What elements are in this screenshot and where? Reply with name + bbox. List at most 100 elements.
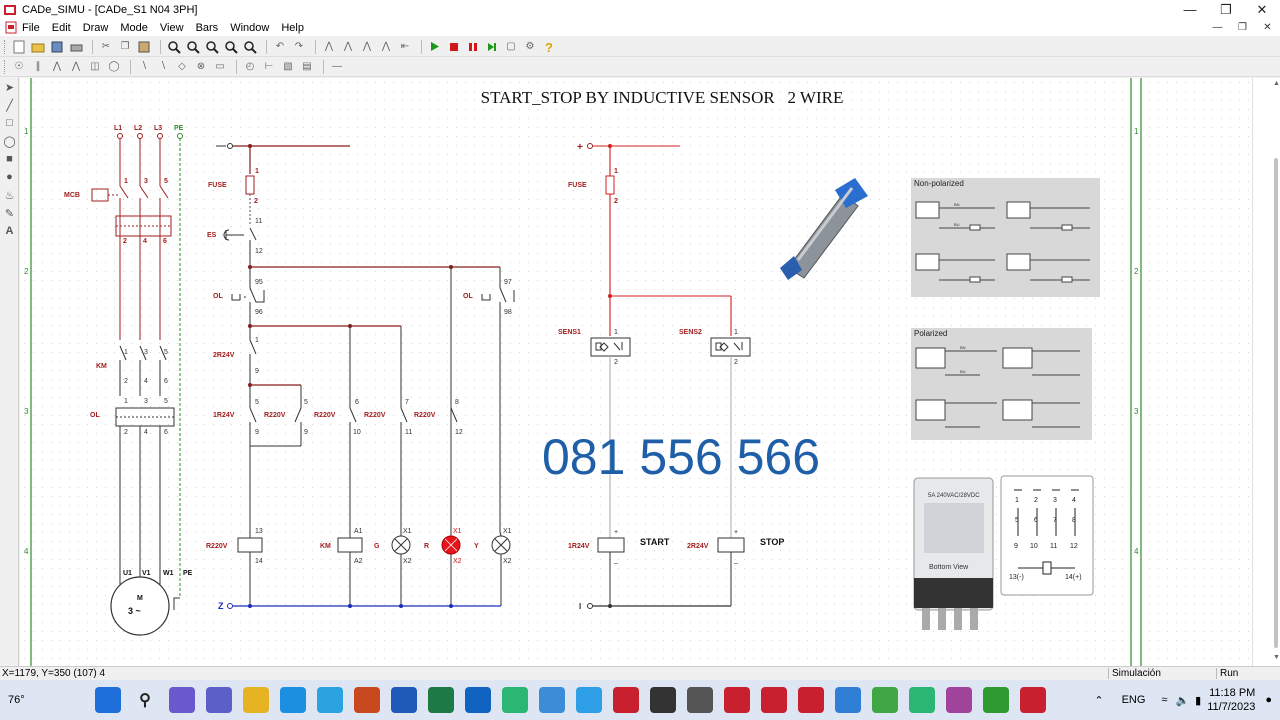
logo-icon[interactable] <box>650 687 676 713</box>
app-red-icon[interactable] <box>613 687 639 713</box>
menu-help[interactable]: Help <box>281 21 304 34</box>
app-purple-icon[interactable] <box>946 687 972 713</box>
menu-edit[interactable]: Edit <box>51 21 71 34</box>
redo-icon[interactable]: ↷ <box>294 41 304 52</box>
new-file-icon[interactable] <box>11 39 27 54</box>
settings-icon[interactable]: ⚙ <box>525 41 535 52</box>
text-tool-icon[interactable]: A <box>5 225 14 237</box>
print-icon[interactable] <box>68 39 84 54</box>
acrobat-icon[interactable] <box>1020 687 1046 713</box>
app-diamond-icon[interactable] <box>835 687 861 713</box>
wire-tool-icon[interactable]: ⊢ <box>264 61 274 72</box>
vertical-scrollbar[interactable]: ▲ ▼ <box>1252 78 1280 666</box>
language-indicator[interactable]: ENG <box>1121 694 1146 706</box>
menu-draw[interactable]: Draw <box>82 21 109 34</box>
contacts-tool-icon[interactable]: ⋀ <box>52 61 62 72</box>
arrow-left-icon[interactable]: ⇤ <box>400 41 410 52</box>
motor-tool-icon[interactable]: ◯ <box>108 61 120 72</box>
explorer-icon[interactable] <box>243 687 269 713</box>
camtasia-icon[interactable] <box>872 687 898 713</box>
menu-mode[interactable]: Mode <box>120 21 148 34</box>
document-icon[interactable] <box>4 21 18 34</box>
word-icon[interactable] <box>391 687 417 713</box>
filled-rect-icon[interactable]: ■ <box>6 153 13 165</box>
close-button[interactable]: ✕ <box>1256 2 1268 17</box>
weather-widget[interactable]: 76° <box>0 680 95 720</box>
toolbar-grip[interactable] <box>4 39 7 54</box>
flip-icon[interactable]: ⋀ <box>381 41 391 52</box>
menu-bars[interactable]: Bars <box>195 21 219 34</box>
excel-icon[interactable] <box>428 687 454 713</box>
fill-icon[interactable]: ♨ <box>4 189 15 202</box>
app-blue-icon[interactable] <box>539 687 565 713</box>
zoom-in-icon[interactable] <box>204 39 220 54</box>
app-green-icon[interactable] <box>502 687 528 713</box>
paste-icon[interactable] <box>136 39 152 54</box>
align-icon[interactable]: ⋀ <box>324 41 334 52</box>
pen-icon[interactable]: ✎ <box>4 207 15 220</box>
edge-icon[interactable] <box>280 687 306 713</box>
tia-icon[interactable] <box>687 687 713 713</box>
xbox-icon[interactable] <box>983 687 1009 713</box>
scroll-thumb[interactable] <box>1274 158 1278 648</box>
acad-icon[interactable] <box>724 687 750 713</box>
doc-restore-button[interactable]: ❐ <box>1238 22 1247 33</box>
tray-chevron-icon[interactable]: ⌃ <box>1094 694 1104 707</box>
pause-icon[interactable] <box>465 39 481 54</box>
wifi-icon[interactable]: ≈ <box>1161 694 1168 706</box>
zoom-window-icon[interactable] <box>185 39 201 54</box>
step-icon[interactable] <box>484 39 500 54</box>
rotate-icon[interactable]: ⋀ <box>362 41 372 52</box>
toolbar-grip-2[interactable] <box>4 59 7 74</box>
sensor-tool-icon[interactable]: ◇ <box>178 61 186 72</box>
widgets-icon[interactable] <box>169 687 195 713</box>
filled-ellipse-icon[interactable]: ● <box>6 171 13 183</box>
window-icon[interactable]: ▢ <box>506 41 516 52</box>
powerpoint-icon[interactable] <box>354 687 380 713</box>
play-icon[interactable] <box>427 39 443 54</box>
pointer-icon[interactable]: ➤ <box>4 81 15 94</box>
fuse-tool-icon[interactable]: ☉ <box>14 61 24 72</box>
undo-icon[interactable]: ↶ <box>275 41 285 52</box>
stop-icon[interactable] <box>446 39 462 54</box>
telegram-icon[interactable] <box>317 687 343 713</box>
cadesimu-icon[interactable] <box>761 687 787 713</box>
help-icon[interactable]: ? <box>541 39 557 54</box>
menu-file[interactable]: File <box>22 21 40 34</box>
outlook-icon[interactable] <box>465 687 491 713</box>
open-folder-icon[interactable] <box>30 39 46 54</box>
multi-contact-tool-icon[interactable]: ⋀ <box>71 61 81 72</box>
switch-tool-icon[interactable]: ∖ <box>140 61 148 72</box>
lamp-tool-icon[interactable]: ⊗ <box>196 61 206 72</box>
app-multi-icon[interactable] <box>909 687 935 713</box>
search-icon[interactable]: ⚲ <box>132 687 158 713</box>
maximize-button[interactable]: ❐ <box>1220 2 1232 17</box>
cable-tool-icon[interactable]: ▤ <box>302 61 312 72</box>
ellipse-icon[interactable]: ◯ <box>3 135 16 148</box>
zoom-page-icon[interactable] <box>166 39 182 54</box>
drawing-canvas[interactable]: 1 2 3 4 1 2 3 4 START_STOP BY INDUCTIVE … <box>20 78 1252 666</box>
volume-icon[interactable]: 🔈 <box>1175 694 1190 707</box>
doc-close-button[interactable]: ✕ <box>1263 22 1272 33</box>
teams-icon[interactable] <box>206 687 232 713</box>
menu-view[interactable]: View <box>159 21 184 34</box>
line-draw-icon[interactable]: ╱ <box>6 99 13 112</box>
terminal-tool-icon[interactable]: ▧ <box>283 61 293 72</box>
rectangle-icon[interactable]: □ <box>6 117 13 129</box>
minimize-button[interactable]: — <box>1183 2 1197 17</box>
zoom-out-icon[interactable] <box>223 39 239 54</box>
save-icon[interactable] <box>49 39 65 54</box>
cadesimu2-icon[interactable] <box>798 687 824 713</box>
cut-icon[interactable]: ✂ <box>101 41 111 52</box>
relay-tool-icon[interactable]: ◫ <box>90 61 100 72</box>
line-tool-icon[interactable]: — <box>332 61 342 72</box>
battery-icon[interactable]: ▮ <box>1195 694 1202 707</box>
breaker-tool-icon[interactable]: ∥ <box>35 61 41 72</box>
paint-icon[interactable] <box>576 687 602 713</box>
clock[interactable]: 11:18 PM 11/7/2023 <box>1207 686 1255 714</box>
copy-icon[interactable]: ❐ <box>120 41 130 52</box>
doc-minimize-button[interactable]: — <box>1212 22 1223 33</box>
zoom-all-icon[interactable] <box>242 39 258 54</box>
mirror-icon[interactable]: ⋀ <box>343 41 353 52</box>
timer-tool-icon[interactable]: ◴ <box>245 61 255 72</box>
